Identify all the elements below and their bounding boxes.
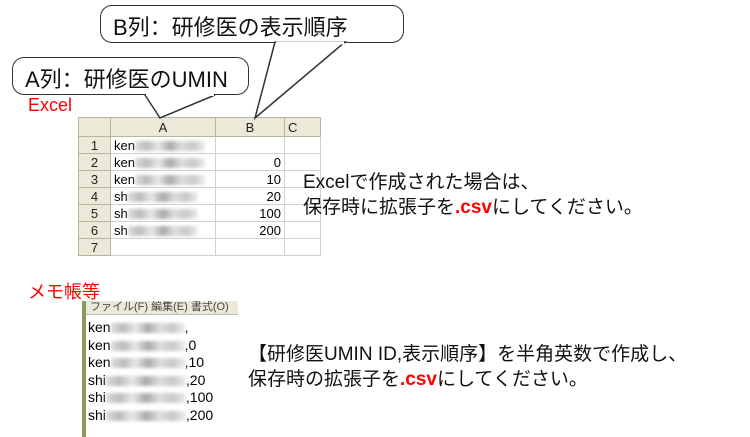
csv-ext: .csv bbox=[455, 197, 492, 218]
blurred-id bbox=[110, 340, 185, 351]
line-text: shi bbox=[88, 389, 106, 405]
cell-a[interactable]: ken bbox=[110, 136, 216, 154]
blurred-id bbox=[127, 226, 198, 237]
cell-text: sh bbox=[114, 222, 128, 238]
blurred-id bbox=[110, 358, 185, 369]
cell-c[interactable] bbox=[284, 238, 321, 256]
col-header-c[interactable]: C bbox=[284, 117, 321, 137]
cell-text: sh bbox=[114, 188, 128, 204]
msg-text: 保存時に拡張子を bbox=[303, 197, 456, 218]
notepad-line: shi ,200 bbox=[88, 407, 238, 425]
callout-column-b: B列：研修医の表示順序 bbox=[100, 5, 404, 43]
notepad-line: ken, bbox=[88, 319, 238, 337]
line-text: ken bbox=[88, 319, 111, 335]
cell-text: sh bbox=[114, 205, 128, 221]
row-header[interactable]: 7 bbox=[78, 238, 111, 256]
excel-msg-line1: Excelで作成された場合は、 bbox=[303, 172, 540, 193]
blurred-id bbox=[105, 393, 186, 404]
notepad-line: ken ,0 bbox=[88, 337, 238, 355]
excel-row: 1 ken bbox=[78, 136, 321, 154]
line-text: ken bbox=[88, 354, 111, 370]
cell-text: ken bbox=[114, 171, 135, 187]
line-text: shi bbox=[88, 406, 106, 423]
row-header[interactable]: 1 bbox=[78, 136, 111, 154]
msg-text: 保存時の拡張子を bbox=[248, 369, 401, 390]
blurred-id bbox=[134, 158, 205, 169]
line-value: ,100 bbox=[185, 389, 214, 405]
excel-label: Excel bbox=[28, 95, 73, 115]
notepad-line: shi ,20 bbox=[88, 372, 238, 390]
excel-grid: A B C 1 ken 2 ken 0 3 ken 10 4 sh 20 5 s… bbox=[78, 117, 321, 256]
msg-text: にしてください。 bbox=[437, 369, 588, 390]
notepad-line: shi ,100 bbox=[88, 389, 238, 407]
cell-a[interactable]: sh bbox=[110, 204, 216, 222]
blurred-id bbox=[134, 175, 205, 186]
blurred-id bbox=[134, 141, 205, 152]
excel-row: 7 bbox=[78, 238, 321, 256]
cell-b[interactable]: 100 bbox=[215, 204, 285, 222]
line-text: ken bbox=[88, 336, 111, 353]
notepad-msg-line1: 【研修医UMIN ID,表示順序】を半角英数で作成し、 bbox=[248, 344, 688, 365]
blurred-id bbox=[105, 410, 186, 421]
excel-row: 5 sh 100 bbox=[78, 204, 321, 222]
cell-text: ken bbox=[114, 154, 135, 170]
row-header[interactable]: 6 bbox=[78, 221, 111, 239]
blurred-id bbox=[127, 192, 198, 203]
excel-row: 4 sh 20 bbox=[78, 187, 321, 205]
notepad-label: メモ帳等 bbox=[28, 282, 100, 302]
col-header-a[interactable]: A bbox=[110, 117, 216, 137]
notepad-menubar[interactable]: ファイル(F) 編集(E) 書式(O) bbox=[86, 301, 238, 315]
excel-instruction: Excelで作成された場合は、 保存時に拡張子を.csvにしてください。 bbox=[303, 170, 643, 220]
cell-a[interactable]: ken bbox=[110, 170, 216, 188]
line-text: shi bbox=[88, 371, 106, 388]
notepad-msg-line2: 保存時の拡張子を.csvにしてください。 bbox=[248, 367, 687, 392]
line-value: , bbox=[184, 319, 189, 335]
line-value: ,20 bbox=[185, 371, 206, 388]
blurred-id bbox=[105, 375, 186, 386]
blurred-id bbox=[127, 209, 198, 220]
notepad-instruction: 【研修医UMIN ID,表示順序】を半角英数で作成し、 保存時の拡張子を.csv… bbox=[248, 342, 687, 392]
notepad-line: ken ,10 bbox=[88, 354, 238, 372]
csv-ext: .csv bbox=[400, 369, 437, 390]
cell-a[interactable]: sh bbox=[110, 187, 216, 205]
corner-cell[interactable] bbox=[78, 117, 111, 137]
msg-text: にしてください。 bbox=[492, 197, 643, 218]
blurred-id bbox=[110, 323, 185, 334]
excel-row: 3 ken 10 bbox=[78, 170, 321, 188]
line-value: ,0 bbox=[184, 336, 197, 353]
line-value: ,200 bbox=[185, 406, 214, 423]
excel-msg-line2: 保存時に拡張子を.csvにしてください。 bbox=[303, 195, 643, 220]
callout-column-a: A列：研修医のUMIN bbox=[12, 57, 249, 95]
cell-text: ken bbox=[114, 137, 135, 153]
line-value: ,10 bbox=[184, 354, 205, 370]
